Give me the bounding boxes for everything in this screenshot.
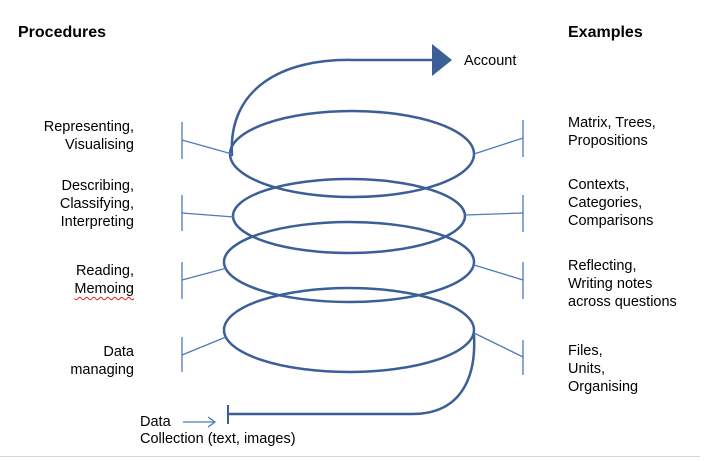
example-contexts: Contexts, Categories, Comparisons — [568, 177, 654, 229]
examples-header: Examples — [568, 24, 643, 41]
spiral-loop-describing — [231, 177, 467, 255]
procedure-data-managing: Data managing — [70, 344, 134, 378]
account-label: Account — [464, 53, 517, 69]
right-connector-2 — [464, 212, 524, 216]
account-arrow-head — [432, 44, 452, 76]
left-connector-4 — [181, 336, 227, 356]
spiral-entry-path — [226, 333, 476, 416]
left-connector-1 — [181, 139, 233, 155]
example-reflecting: Reflecting, Writing notes across questio… — [568, 258, 677, 310]
memoing-spellcheck-text: Memoing — [74, 281, 134, 297]
left-connector-3 — [181, 267, 228, 281]
example-matrix: Matrix, Trees, Propositions — [568, 115, 656, 149]
data-arrow-head — [207, 416, 217, 428]
spiral-loop-data-managing — [222, 286, 476, 374]
right-connector-3 — [473, 264, 524, 281]
right-connector-1 — [473, 137, 524, 155]
spiral-exit-path — [230, 58, 434, 157]
procedure-representing: Representing, Visualising — [43, 119, 134, 153]
data-collection-line2: Collection (text, images) — [140, 431, 296, 447]
example-files: Files, Units, Organising — [568, 343, 639, 395]
bottom-rule — [0, 456, 700, 457]
procedure-reading: Reading, Memoing — [74, 263, 134, 297]
right-connector-4 — [473, 332, 524, 358]
left-connector-2 — [181, 212, 235, 218]
procedure-describing: Describing, Classifying, Interpreting — [59, 178, 134, 230]
spiral-loop-reading — [222, 220, 476, 304]
data-collection-line1: Data — [140, 414, 171, 430]
procedures-header: Procedures — [18, 24, 107, 41]
spiral-loop-representing — [228, 109, 476, 199]
